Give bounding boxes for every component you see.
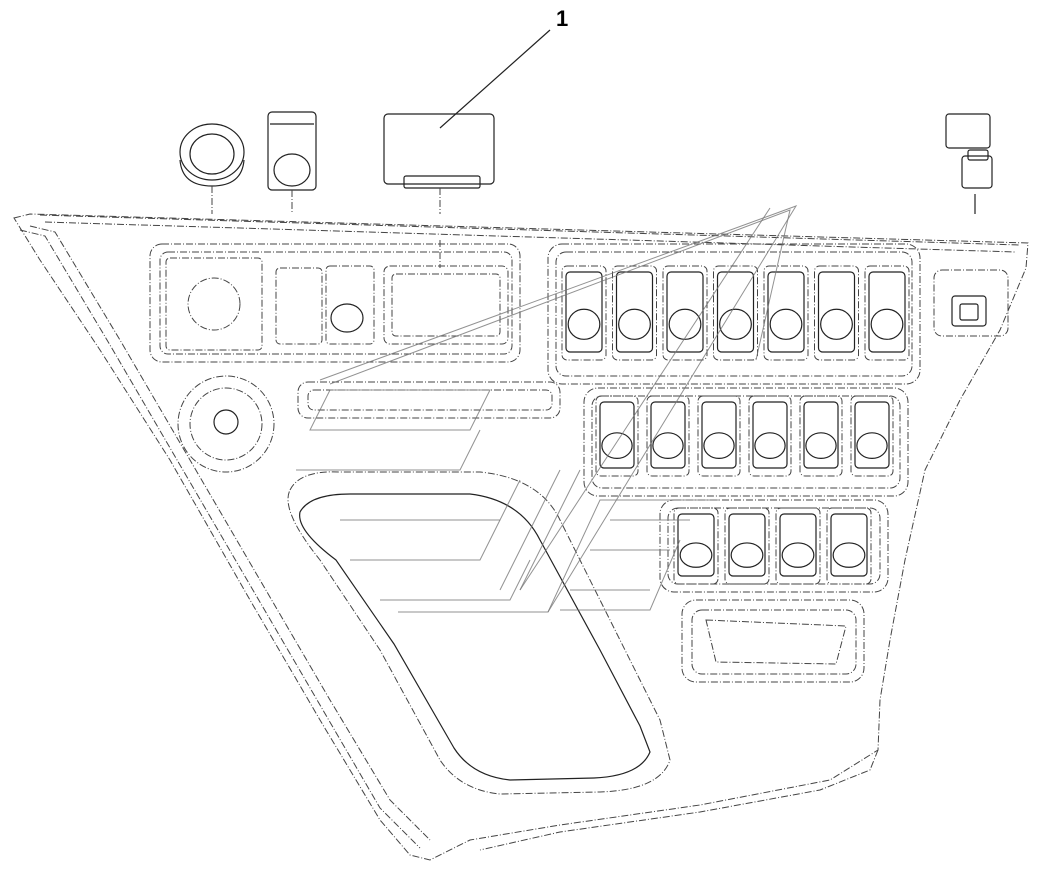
panel-round-knob [177,375,275,473]
top-row-switch [763,265,809,361]
dashboard-panel-outline [13,213,1029,861]
panel-small-switch [933,269,1009,337]
bottom-switch-row [659,499,889,593]
middle-row-switch [799,395,843,477]
lower-cutout [287,471,671,795]
bottom-row-switch [673,507,719,585]
display-module-part [383,113,495,268]
middle-row-switch [646,395,690,477]
top-row-switch [561,265,607,361]
top-switch-row [547,243,921,385]
middle-row-switch [697,395,741,477]
bottom-row-switch [826,507,872,585]
storage-pocket [681,599,865,683]
callout-leader-lines [319,29,798,613]
rocker-switch-part [267,111,317,214]
middle-row-switch [748,395,792,477]
middle-row-switch [850,395,894,477]
top-row-switch [864,265,910,361]
small-switch-part [945,113,993,214]
panel-slot [297,381,561,419]
bottom-row-switch [724,507,770,585]
callout-1-leader [439,29,551,129]
watermark-outline [296,389,720,613]
middle-switch-row [583,387,909,497]
top-row-switch [713,265,758,361]
top-row-switch [814,265,859,361]
top-row-switch [662,265,708,361]
top-switch-buttons [561,265,910,361]
middle-row-switch [595,395,639,477]
left-cluster-bezel [149,243,521,363]
bottom-row-switch [775,507,821,585]
middle-switch-buttons [595,395,894,477]
bottom-switch-buttons [673,507,872,585]
top-row-switch [612,265,657,361]
round-knob-part [179,123,245,214]
callout-number-1: 1 [556,6,568,31]
